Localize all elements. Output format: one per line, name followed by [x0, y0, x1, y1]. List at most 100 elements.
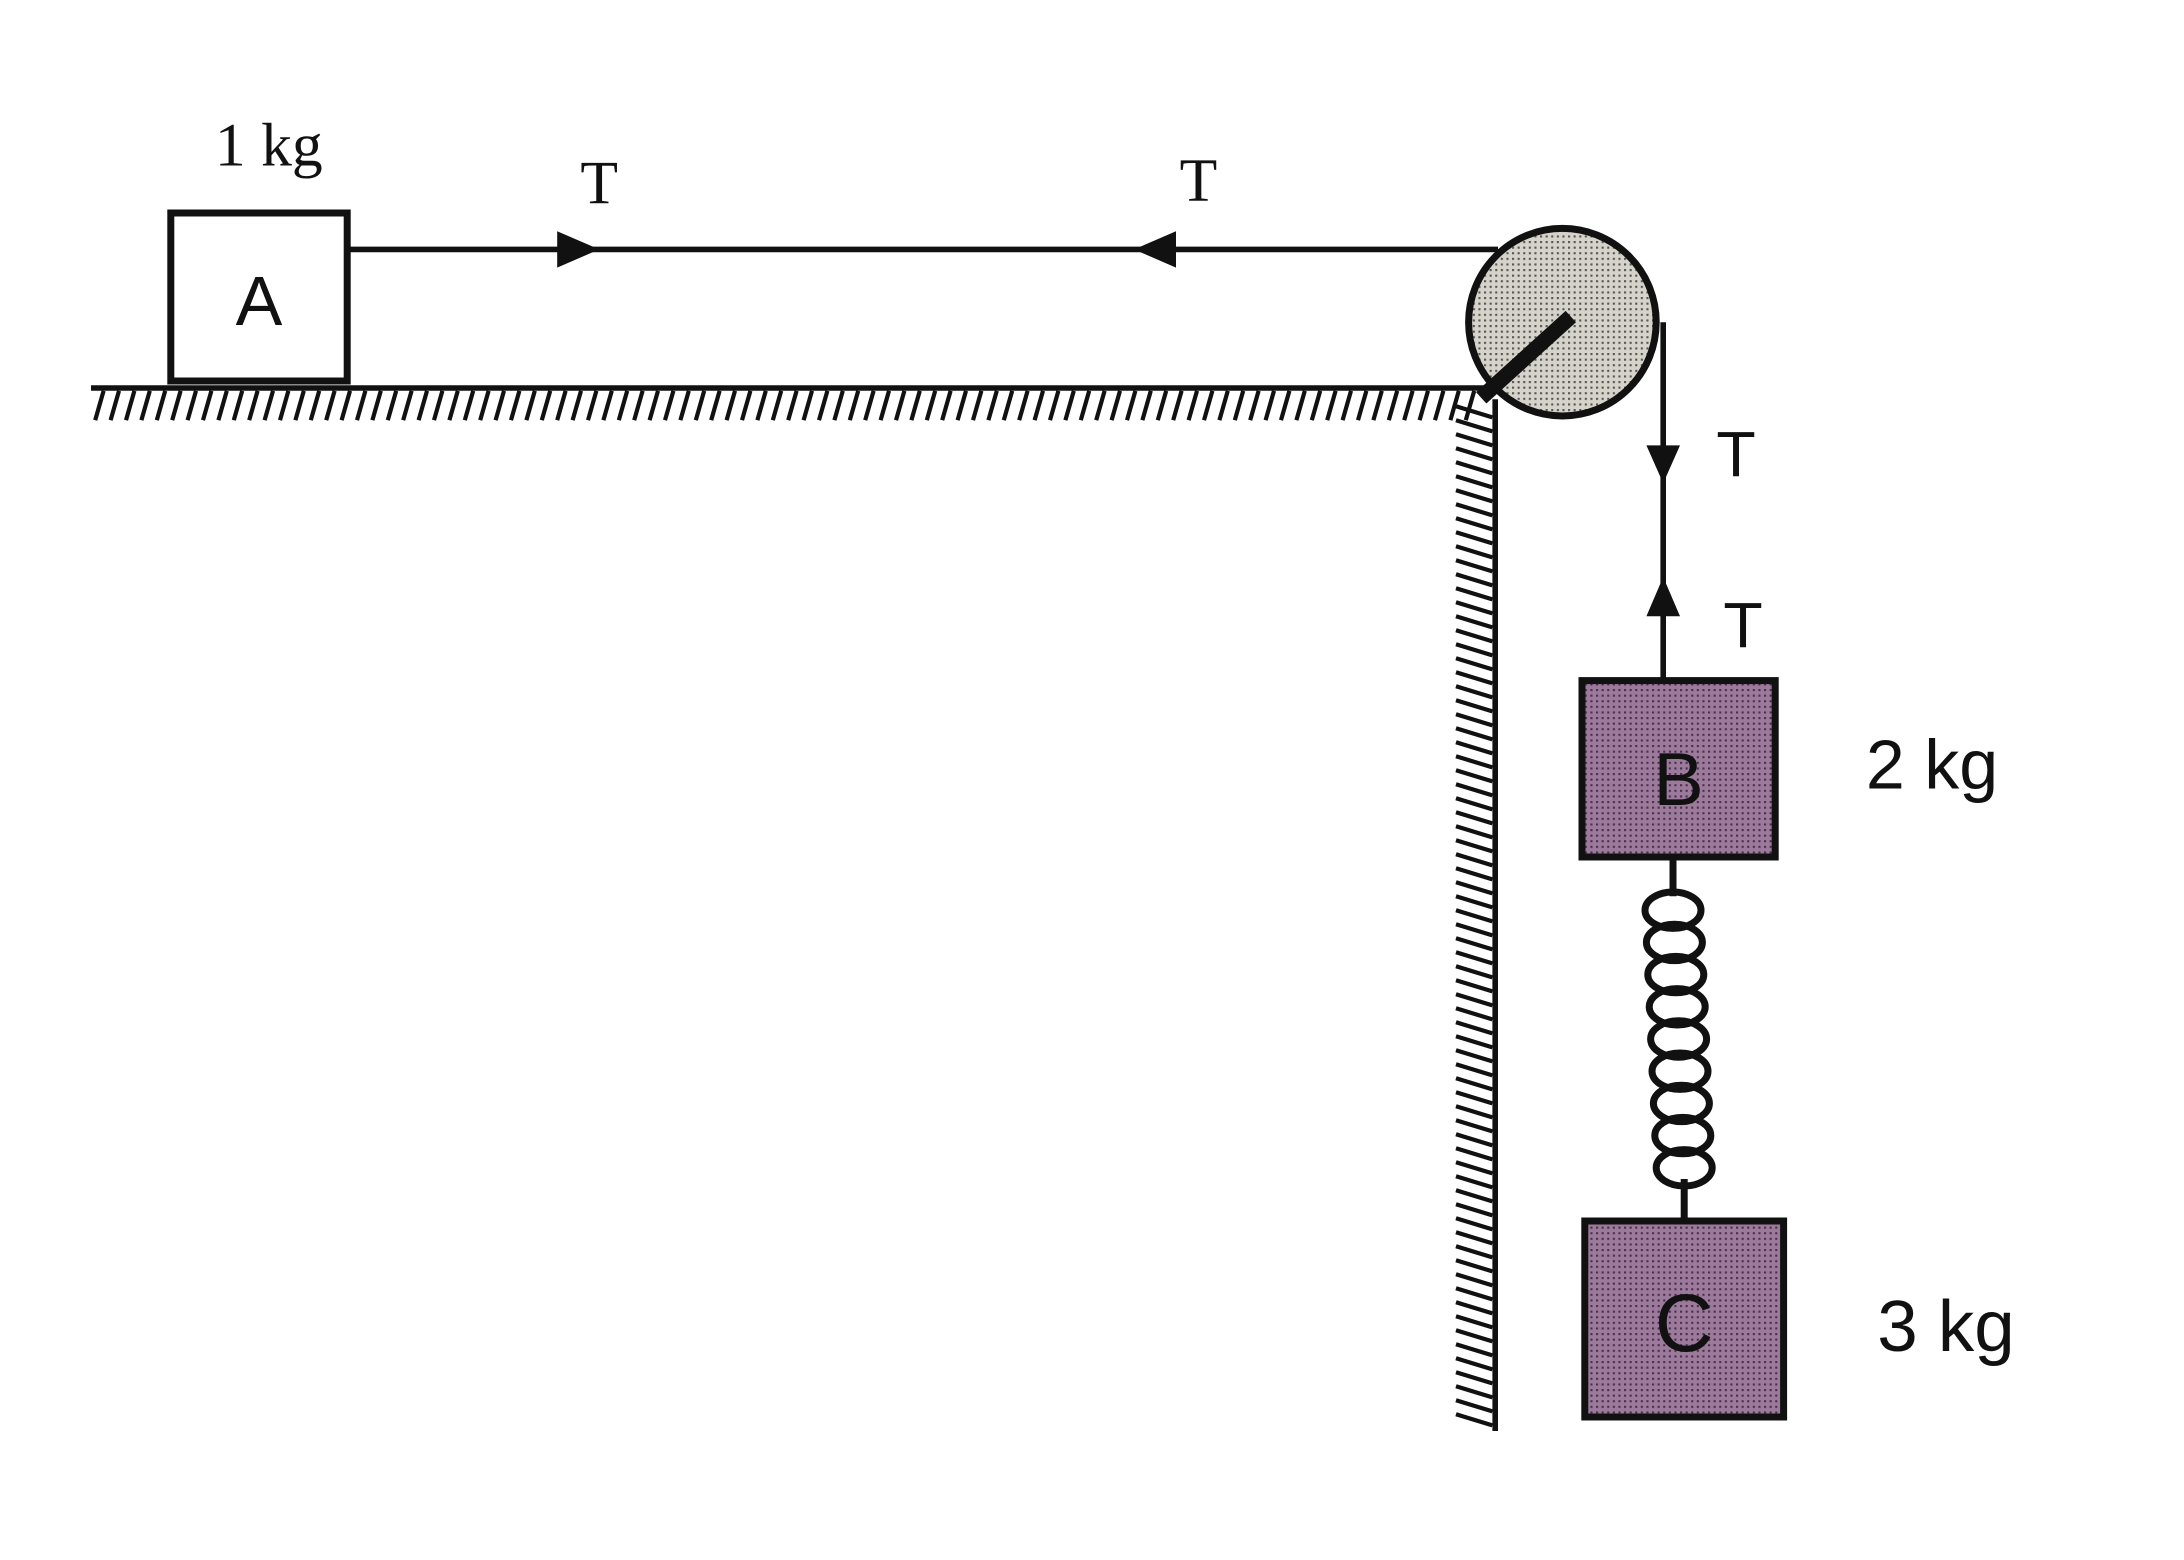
- hatch-mark: [1455, 838, 1494, 854]
- block-c: C: [1581, 1217, 1788, 1421]
- hatch-mark: [1455, 1384, 1494, 1400]
- hatch-mark: [493, 390, 507, 421]
- hatch-mark: [986, 390, 999, 421]
- hatch-mark: [1455, 404, 1494, 420]
- vertical-wall: [1455, 399, 1498, 1431]
- hatch-mark: [1455, 1244, 1494, 1260]
- hatch-mark: [1455, 656, 1494, 672]
- hatch-mark: [370, 390, 383, 421]
- hatch-mark: [786, 390, 799, 421]
- hatch-mark: [893, 390, 907, 421]
- hatch-mark: [1455, 1202, 1494, 1218]
- hatch-mark: [924, 390, 938, 421]
- hatch-mark: [1455, 880, 1494, 896]
- hatch-mark: [1455, 474, 1494, 490]
- hatch-mark: [616, 390, 630, 421]
- block-b-mass: 2 kg: [1866, 725, 1998, 803]
- spring-coil: [1649, 1081, 1713, 1126]
- hatch-mark: [755, 390, 768, 421]
- hatch-mark: [1455, 978, 1494, 994]
- hatch-mark: [1186, 390, 1200, 421]
- hatch-mark: [1455, 1272, 1494, 1288]
- hatch-mark: [1455, 852, 1494, 868]
- hatch-mark: [1032, 390, 1046, 421]
- hatch-mark: [970, 390, 984, 421]
- hatch-mark: [1455, 1230, 1494, 1246]
- hatch-mark: [170, 390, 183, 421]
- hatch-mark: [1455, 488, 1494, 504]
- hatch-mark: [878, 390, 892, 421]
- hatch-mark: [108, 390, 122, 421]
- tension-label-pulley-left: T: [1180, 146, 1218, 214]
- hatch-mark: [1294, 390, 1307, 421]
- hatch-mark: [678, 390, 691, 421]
- hatch-mark: [1455, 726, 1494, 742]
- hatch-mark: [1371, 390, 1384, 421]
- hatch-mark: [1402, 390, 1415, 421]
- hatch-mark: [247, 390, 260, 421]
- arrow-down-icon: [1646, 445, 1680, 484]
- hatch-mark: [847, 390, 861, 421]
- hatch-mark: [863, 390, 876, 421]
- spring-coil: [1645, 985, 1709, 1029]
- hatch-mark: [1455, 894, 1494, 910]
- hatch-mark: [570, 390, 584, 421]
- hatch-mark: [385, 390, 399, 421]
- hatch-mark: [1455, 1342, 1494, 1358]
- arrow-left-icon: [1134, 231, 1176, 268]
- hatch-mark: [1455, 866, 1494, 882]
- hatch-mark: [1455, 600, 1494, 616]
- hatch-mark: [647, 390, 661, 421]
- hatch-mark: [1455, 1174, 1494, 1190]
- hatch-mark: [1455, 670, 1494, 686]
- hatch-mark: [1263, 390, 1277, 421]
- hatch-mark: [1455, 782, 1494, 798]
- hatch-mark: [1455, 544, 1494, 560]
- hatch-mark: [693, 390, 707, 421]
- hatch-mark: [1455, 1370, 1494, 1386]
- hatch-mark: [1063, 390, 1076, 421]
- hatch-mark: [1455, 1048, 1494, 1064]
- hatch-mark: [1432, 390, 1446, 421]
- block-a-label: A: [236, 262, 283, 340]
- hatch-mark: [293, 390, 306, 421]
- block-b-label: B: [1653, 738, 1703, 822]
- hatch-mark: [1455, 502, 1494, 518]
- hatch-mark: [1455, 1090, 1494, 1106]
- hatch-mark: [1001, 390, 1015, 421]
- hatch-mark: [1455, 1286, 1494, 1302]
- hatch-mark: [447, 390, 460, 421]
- hatch-mark: [1455, 740, 1494, 756]
- hatch-mark: [1455, 1006, 1494, 1022]
- hatch-mark: [662, 390, 676, 421]
- hatch-mark: [1455, 1258, 1494, 1274]
- hatch-mark: [1455, 1020, 1494, 1036]
- hatch-mark: [1455, 446, 1494, 462]
- hatch-mark: [1248, 390, 1261, 421]
- hatch-mark: [1455, 1034, 1494, 1050]
- hatch-mark: [508, 390, 522, 421]
- hatch-mark: [416, 390, 430, 421]
- tension-label-up: T: [1723, 589, 1762, 661]
- hatch-mark: [354, 390, 368, 421]
- hatch-mark: [1140, 390, 1153, 421]
- hatch-mark: [1355, 390, 1369, 421]
- hatch-mark: [1455, 530, 1494, 546]
- hatch-mark: [324, 390, 337, 421]
- hatch-mark: [401, 390, 414, 421]
- hatch-mark: [801, 390, 815, 421]
- hatch-mark: [770, 390, 784, 421]
- arrow-up-icon: [1646, 577, 1680, 617]
- hatch-mark: [1455, 586, 1494, 602]
- block-c-label: C: [1655, 1279, 1714, 1369]
- hatch-mark: [1455, 1160, 1494, 1176]
- hatch-mark: [1455, 1300, 1494, 1316]
- spring-coil: [1651, 1113, 1715, 1158]
- block-a: A: [167, 209, 351, 385]
- hatch-mark: [262, 390, 276, 421]
- hatch-mark: [462, 390, 476, 421]
- hatch-mark: [739, 390, 753, 421]
- hatch-mark: [308, 390, 322, 421]
- hatch-mark: [1455, 516, 1494, 532]
- hatch-mark: [1124, 390, 1138, 421]
